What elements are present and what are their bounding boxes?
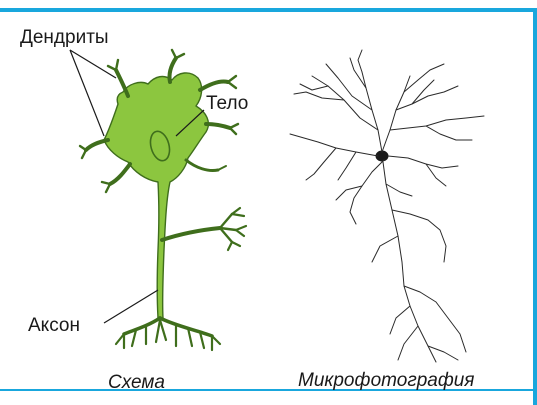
axon-collateral: [162, 228, 220, 240]
dendrite-bottom-right: [186, 160, 218, 171]
label-axon: Аксон: [28, 316, 80, 335]
dendrite-right: [200, 81, 228, 90]
dendrite-far-right: [206, 124, 230, 128]
pointer-dendrites-1: [70, 50, 116, 78]
pointer-axon: [104, 290, 158, 323]
neuron-body: [104, 73, 208, 318]
caption-scheme: Схема: [108, 373, 165, 392]
caption-micrograph: Микрофотография: [298, 371, 474, 390]
label-dendrites: Дендриты: [20, 28, 109, 47]
axon-terminal: [124, 318, 160, 334]
neuron-micrograph: [290, 50, 484, 362]
dendrite-bottom-left: [110, 164, 130, 184]
dendrite-left: [86, 140, 108, 150]
pointer-dendrites-2: [70, 50, 104, 136]
label-body: Тело: [206, 94, 248, 113]
